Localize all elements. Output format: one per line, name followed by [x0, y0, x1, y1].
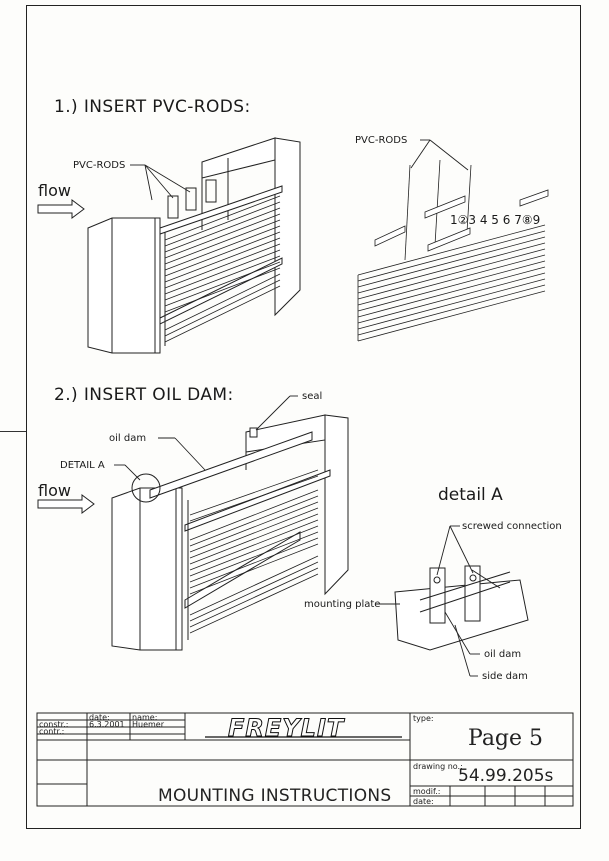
- step1-heading: 1.) INSERT PVC-RODS:: [54, 97, 251, 117]
- rod-position-numbers: 1②3 4 5 6 7⑧9: [450, 213, 540, 227]
- tb-contr-label: contr.:: [39, 727, 65, 736]
- detail-a-leaders: [375, 525, 480, 677]
- flow-label-1: flow: [38, 181, 71, 200]
- flow-label-2: flow: [38, 481, 71, 500]
- pvc-rods-leaders-left: [130, 164, 191, 201]
- detail-a-title: detail A: [438, 485, 503, 505]
- tb-type-label: type:: [413, 714, 434, 723]
- tb-drawing-no-value: 54.99.205s: [458, 766, 554, 786]
- tb-type-value: Page 5: [468, 726, 544, 751]
- tb-constr-label: constr.:: [39, 720, 69, 729]
- oil-dam-detail-label: oil dam: [484, 649, 521, 660]
- seal-label: seal: [302, 391, 322, 402]
- mounting-plate-label: mounting plate: [304, 599, 380, 610]
- separator-assembly-step2: [111, 414, 349, 651]
- tb-modif-label: modif.:: [413, 787, 441, 796]
- flow-arrow-1: [37, 199, 85, 219]
- oil-dam-label: oil dam: [109, 433, 146, 444]
- title-block-grid: [36, 712, 574, 807]
- freylit-logo-text: FREYLIT: [228, 714, 345, 742]
- tb-date-label: date:: [413, 797, 434, 806]
- pvc-rods-leaders-right: [410, 139, 469, 171]
- tb-name-header: name:: [132, 713, 158, 722]
- separator-assembly-step1: [87, 137, 301, 354]
- freylit-logo: FREYLIT: [205, 714, 402, 743]
- margin-fold-mark: [0, 431, 26, 432]
- step2-leaders: [114, 395, 298, 481]
- detail-a-reference-label: DETAIL A: [60, 460, 105, 471]
- drawing-frame: [26, 5, 581, 829]
- detail-a-drawing: [394, 565, 529, 651]
- step2-heading: 2.) INSERT OIL DAM:: [54, 385, 234, 405]
- tb-date-header: date:: [89, 713, 110, 722]
- lamella-pack-rods: [357, 159, 549, 342]
- tb-constr-date: 6.3.2001: [89, 720, 125, 729]
- side-dam-label: side dam: [482, 671, 528, 682]
- tb-constr-name: Huemer: [132, 720, 165, 729]
- tb-title: MOUNTING INSTRUCTIONS: [158, 786, 392, 806]
- pvc-rods-label-right: PVC-RODS: [355, 135, 407, 146]
- pvc-rods-label-left: PVC-RODS: [73, 160, 125, 171]
- flow-arrow-2: [37, 494, 95, 514]
- screwed-connection-label: screwed connection: [462, 521, 562, 532]
- tb-drawing-no-label: drawing no.:: [413, 762, 463, 771]
